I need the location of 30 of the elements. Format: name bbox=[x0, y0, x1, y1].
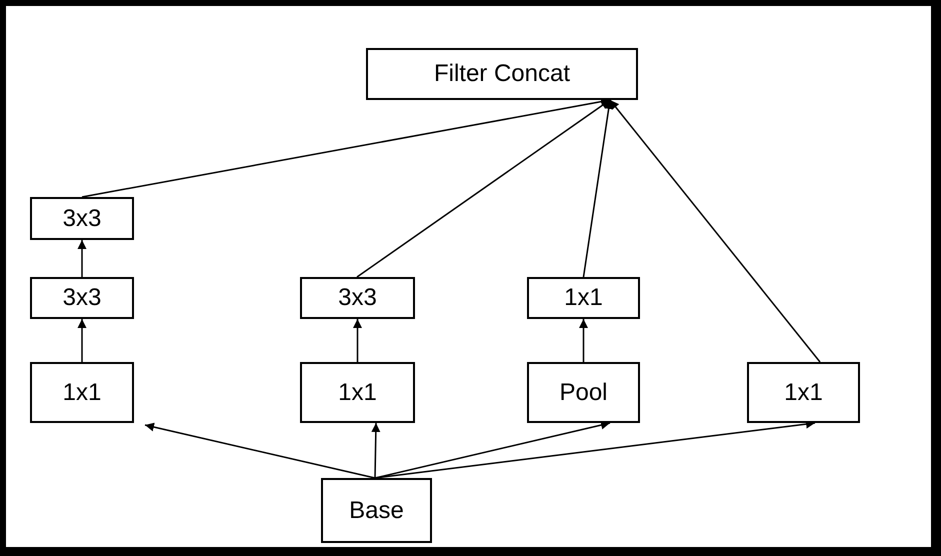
layer-box bbox=[527, 277, 640, 319]
arrow bbox=[579, 319, 588, 362]
layer-box bbox=[321, 478, 432, 543]
arrow bbox=[353, 319, 362, 362]
layer-label: 3x3 bbox=[338, 284, 377, 312]
layer-box bbox=[366, 48, 638, 100]
layer-box bbox=[300, 277, 415, 319]
layer-label: 1x1 bbox=[784, 378, 823, 406]
arrow bbox=[609, 100, 821, 362]
arrow bbox=[144, 422, 376, 479]
arrow bbox=[78, 319, 86, 362]
layer-box bbox=[30, 362, 134, 423]
arrow bbox=[356, 99, 610, 278]
layer-label: 1x1 bbox=[338, 378, 377, 406]
layer-label: Pool bbox=[559, 378, 608, 406]
layer-label: Base bbox=[349, 496, 404, 524]
layer-label: 1x1 bbox=[62, 378, 102, 406]
layer-label: 3x3 bbox=[62, 284, 102, 312]
arrow bbox=[371, 422, 380, 478]
layer-box bbox=[30, 197, 134, 240]
layer-label: 1x1 bbox=[564, 284, 603, 312]
layer-box bbox=[300, 362, 415, 423]
layer-box bbox=[30, 277, 134, 319]
layer-label: 3x3 bbox=[62, 204, 102, 232]
layer-box bbox=[747, 362, 860, 423]
arrow bbox=[582, 100, 614, 278]
arrow bbox=[78, 240, 86, 277]
layer-box bbox=[527, 362, 640, 423]
arrow bbox=[374, 420, 610, 479]
layer-label: Filter Concat bbox=[434, 60, 570, 88]
